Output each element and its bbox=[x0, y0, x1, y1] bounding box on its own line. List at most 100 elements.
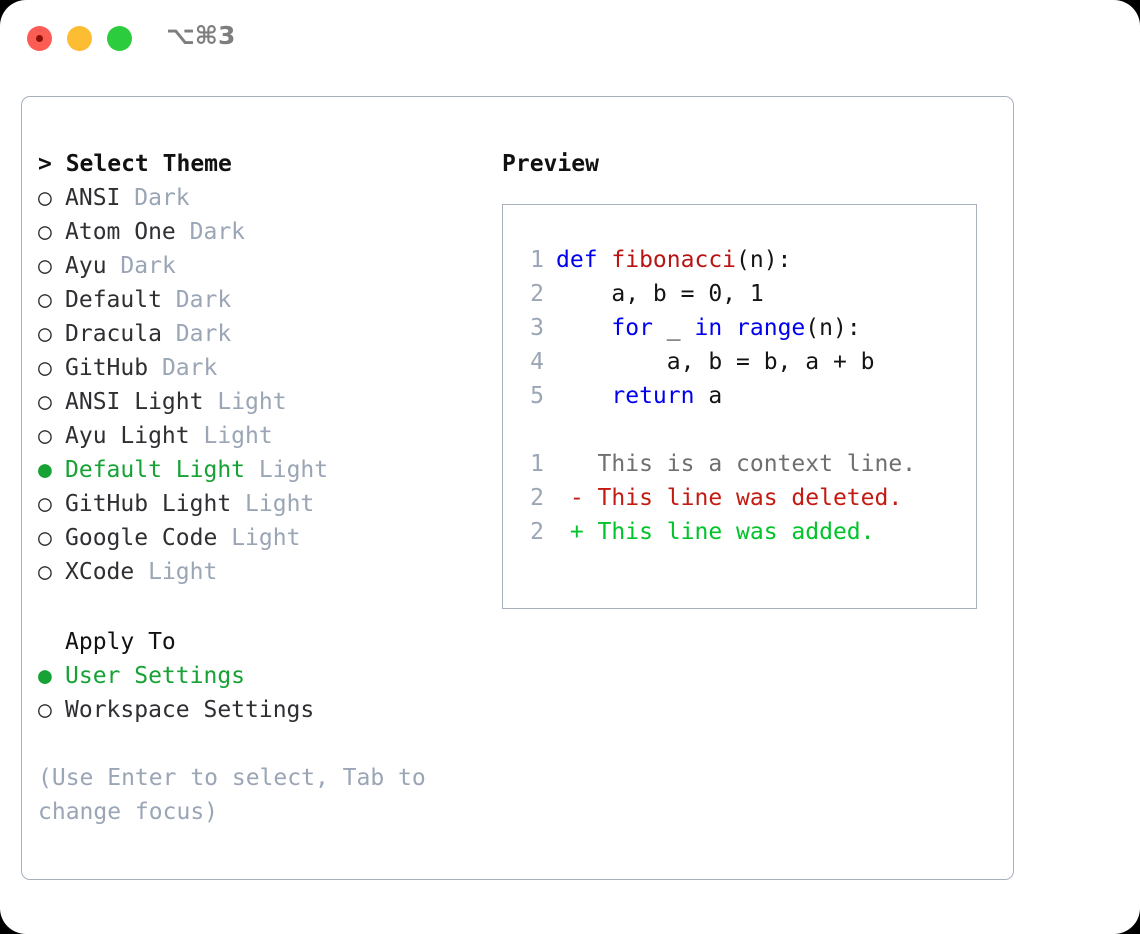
code-blank-line bbox=[520, 413, 916, 447]
theme-option-atom-one[interactable]: ○ Atom One Dark bbox=[38, 215, 488, 249]
code-line: 3 for _ in range(n): bbox=[520, 311, 916, 345]
code-token-plain bbox=[556, 383, 611, 409]
close-button[interactable] bbox=[27, 26, 52, 51]
code-token-plain: (n): bbox=[736, 247, 792, 273]
code-token-keyword: for bbox=[611, 315, 653, 341]
theme-variant-badge: Dark bbox=[175, 321, 232, 347]
radio-unselected-icon: ○ bbox=[38, 697, 52, 723]
code-token-plain: _ bbox=[652, 315, 695, 341]
theme-variant-badge: Dark bbox=[189, 219, 246, 245]
theme-option-label: Google Code bbox=[65, 525, 218, 551]
theme-variant-badge: Light bbox=[231, 525, 301, 551]
apply-to-option-workspace-settings[interactable]: ○ Workspace Settings bbox=[38, 693, 488, 727]
minimize-button[interactable] bbox=[67, 26, 92, 51]
code-token-plain bbox=[722, 315, 736, 341]
code-token-plain: a, b = b, a + b bbox=[556, 349, 875, 375]
code-token-function: fibonacci bbox=[611, 247, 737, 273]
theme-variant-badge: Light bbox=[245, 491, 315, 517]
line-number: 2 bbox=[530, 519, 544, 545]
diff-line-deleted: 2 - This line was deleted. bbox=[520, 481, 916, 515]
theme-picker-pane: > Select Theme ○ANSI Dark○Atom One Dark○… bbox=[38, 147, 488, 829]
theme-variant-badge: Dark bbox=[120, 253, 176, 279]
radio-unselected-icon: ○ bbox=[38, 525, 52, 551]
theme-variant-badge: Dark bbox=[175, 287, 232, 313]
theme-variant-badge: Light bbox=[148, 559, 218, 585]
line-number: 5 bbox=[530, 383, 544, 409]
theme-option-default-light[interactable]: ● Default Light Light bbox=[38, 453, 488, 487]
theme-variant-badge: Light bbox=[217, 389, 287, 415]
radio-unselected-icon: ○ bbox=[38, 491, 52, 517]
code-token-keyword: range bbox=[736, 315, 806, 341]
theme-option-label: Ayu bbox=[65, 253, 107, 279]
theme-option-ayu-light[interactable]: ○ Ayu Light Light bbox=[38, 419, 488, 453]
theme-option-label: Atom One bbox=[65, 219, 176, 245]
theme-option-label: Ayu Light bbox=[65, 423, 190, 449]
theme-option-label: XCode bbox=[65, 559, 135, 585]
theme-option-label: Default Light bbox=[65, 457, 246, 483]
radio-unselected-icon: ○ bbox=[38, 321, 52, 347]
radio-unselected-icon: ○ bbox=[38, 389, 52, 415]
code-token-plain: a, b = 0, 1 bbox=[556, 281, 764, 307]
apply-to-heading: Apply To bbox=[65, 629, 176, 655]
theme-variant-badge: Light bbox=[258, 457, 329, 483]
code-line: 5 return a bbox=[520, 379, 916, 413]
line-number: 3 bbox=[530, 315, 544, 341]
code-token-keyword: return bbox=[611, 383, 695, 409]
theme-variant-badge: Dark bbox=[134, 185, 190, 211]
zoom-button[interactable] bbox=[107, 26, 132, 51]
line-number: 2 bbox=[530, 281, 544, 307]
theme-option-ansi[interactable]: ○ANSI Dark bbox=[38, 181, 488, 215]
theme-option-google-code[interactable]: ○ Google Code Light bbox=[38, 521, 488, 555]
theme-option-github-light[interactable]: ○ GitHub Light Light bbox=[38, 487, 488, 521]
keyboard-shortcut-label: ⌥⌘3 bbox=[166, 21, 236, 50]
keyboard-hint-text: (Use Enter to select, Tab to change focu… bbox=[38, 765, 440, 825]
radio-unselected-icon: ○ bbox=[38, 559, 52, 585]
theme-variant-badge: Dark bbox=[161, 355, 218, 381]
code-token-plain: (n): bbox=[805, 315, 861, 341]
page-title: > Select Theme bbox=[38, 151, 232, 177]
radio-selected-icon: ● bbox=[38, 663, 52, 689]
diff-line-text: This is a context line. bbox=[556, 451, 917, 477]
code-token-plain bbox=[556, 315, 611, 341]
diff-line-text: - This line was deleted. bbox=[556, 485, 903, 511]
theme-option-label: ANSI Light bbox=[65, 389, 204, 415]
code-line: 1 def fibonacci(n): bbox=[520, 243, 916, 277]
radio-selected-icon: ● bbox=[38, 457, 52, 483]
theme-option-ansi-light[interactable]: ○ ANSI Light Light bbox=[38, 385, 488, 419]
line-number: 2 bbox=[530, 485, 544, 511]
radio-unselected-icon: ○ bbox=[38, 355, 52, 381]
theme-option-xcode[interactable]: ○ XCode Light bbox=[38, 555, 488, 589]
theme-selection-dialog: > Select Theme ○ANSI Dark○Atom One Dark○… bbox=[21, 96, 1014, 880]
theme-variant-badge: Light bbox=[203, 423, 273, 449]
theme-option-label: GitHub bbox=[65, 355, 149, 381]
code-line: 4 a, b = b, a + b bbox=[520, 345, 916, 379]
theme-option-dracula[interactable]: ○ Dracula Dark bbox=[38, 317, 488, 351]
apply-to-option-label: User Settings bbox=[65, 663, 246, 689]
apply-to-option-list: ● User Settings ○ Workspace Settings bbox=[38, 659, 488, 727]
preview-title: Preview bbox=[502, 151, 599, 177]
line-number: 1 bbox=[530, 247, 544, 273]
title-bar: ⌥⌘3 bbox=[0, 0, 1140, 78]
line-number: 4 bbox=[530, 349, 544, 375]
diff-line-text: + This line was added. bbox=[556, 519, 875, 545]
section-spacer bbox=[38, 589, 488, 625]
diff-line-added: 2 + This line was added. bbox=[520, 515, 916, 549]
theme-option-label: Dracula bbox=[65, 321, 162, 347]
code-line: 2 a, b = 0, 1 bbox=[520, 277, 916, 311]
apply-to-option-user-settings[interactable]: ● User Settings bbox=[38, 659, 488, 693]
theme-option-default[interactable]: ○Default Dark bbox=[38, 283, 488, 317]
radio-unselected-icon: ○ bbox=[38, 219, 52, 245]
theme-option-label: ANSI bbox=[65, 185, 121, 211]
theme-option-github[interactable]: ○ GitHub Dark bbox=[38, 351, 488, 385]
apply-to-option-label: Workspace Settings bbox=[65, 697, 315, 723]
theme-option-label: Default bbox=[65, 287, 162, 313]
theme-option-ayu[interactable]: ○Ayu Dark bbox=[38, 249, 488, 283]
code-token-keyword: def bbox=[556, 247, 612, 273]
diff-line-context: 1 This is a context line. bbox=[520, 447, 916, 481]
theme-option-label: GitHub Light bbox=[65, 491, 232, 517]
radio-unselected-icon: ○ bbox=[38, 423, 52, 449]
